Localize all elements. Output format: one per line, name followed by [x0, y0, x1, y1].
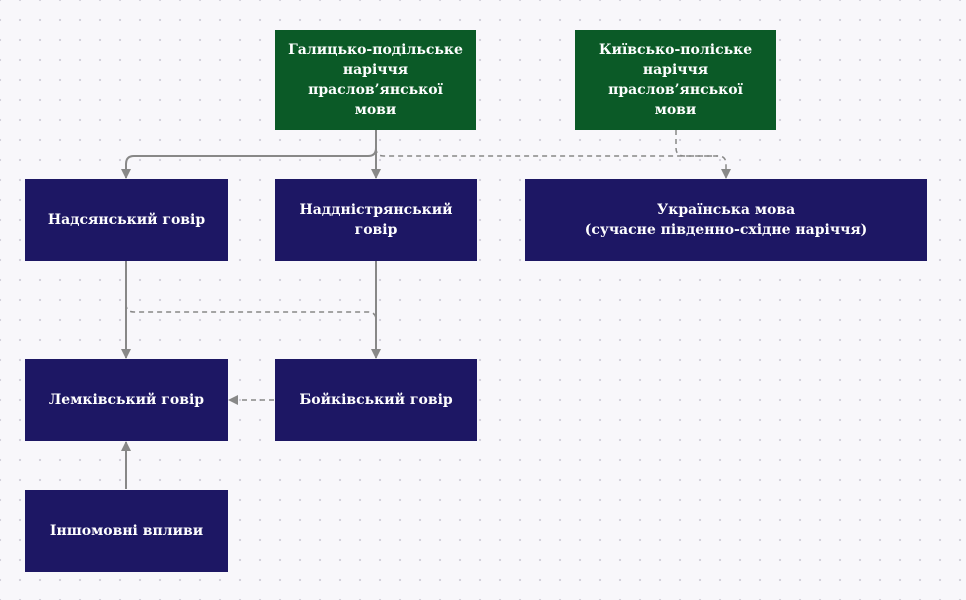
- node-label: Українська мова (сучасне південно-східне…: [584, 202, 868, 238]
- node-label: Лемківський говір: [48, 392, 205, 408]
- node-lemko-subdialect[interactable]: Лемківський говір: [25, 359, 228, 441]
- node-nadsian-subdialect[interactable]: Надсянський говір: [25, 179, 228, 261]
- edge-galician-to-ukrainian: [375, 147, 731, 179]
- edge-galician-to-nadsian: [121, 130, 377, 179]
- node-label: Київсько-поліське наріччя праслов’янсько…: [598, 42, 753, 118]
- node-ukrainian-language[interactable]: Українська мова (сучасне південно-східне…: [525, 179, 927, 261]
- edge-nadsian-to-boyko: [125, 303, 377, 321]
- node-naddnistrian-subdialect[interactable]: Наддністрянський говір: [275, 179, 477, 261]
- node-label: Бойківський говір: [299, 392, 453, 408]
- node-label: Іншомовні впливи: [49, 523, 204, 539]
- node-boyko-subdialect[interactable]: Бойківський говір: [275, 359, 477, 441]
- edge-kyiv-to-ukrainian: [675, 130, 718, 157]
- node-label: Наддністрянський говір: [299, 202, 453, 238]
- node-galician-podolian-dialect[interactable]: Галицько-подільське наріччя праслов’янсь…: [275, 30, 476, 130]
- node-kyiv-polissian-dialect[interactable]: Київсько-поліське наріччя праслов’янсько…: [575, 30, 776, 130]
- node-foreign-influences[interactable]: Іншомовні впливи: [25, 490, 228, 572]
- node-label: Галицько-подільське наріччя праслов’янсь…: [288, 42, 463, 118]
- node-label: Надсянський говір: [47, 212, 206, 228]
